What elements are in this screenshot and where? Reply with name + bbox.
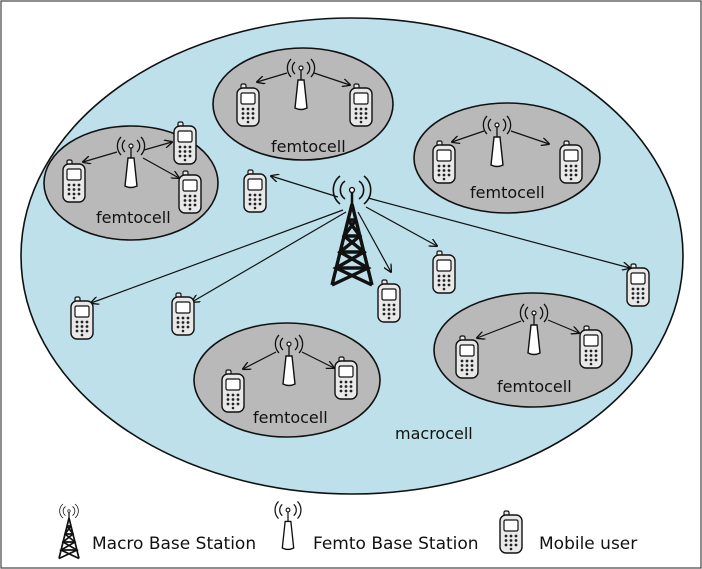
mobile-phone-icon: [559, 140, 583, 184]
legend-macro-bs: Macro Base Station: [92, 534, 256, 554]
legend-femto-bs: Femto Base Station: [313, 534, 479, 554]
mobile-phone-icon: [70, 296, 94, 340]
mobile-phone-icon: [243, 169, 267, 213]
femtocell-label: femtocell: [96, 208, 171, 227]
mobile-phone-icon: [62, 159, 86, 203]
mobile-phone-icon: [178, 170, 202, 214]
femtocell-label: femtocell: [271, 137, 346, 156]
mobile-phone-icon: [236, 83, 260, 127]
legend-mobile-user: Mobile user: [539, 534, 637, 554]
femtocell-label: femtocell: [497, 377, 572, 396]
mobile-phone-icon: [221, 369, 245, 413]
mobile-phone-icon: [171, 292, 195, 336]
mobile-phone-icon: [626, 263, 650, 307]
macrocell-label: macrocell: [395, 424, 473, 443]
mobile-phone-icon: [432, 140, 456, 184]
mobile-phone-icon: [377, 279, 401, 323]
mobile-phone-icon: [349, 83, 373, 127]
mobile-phone-icon: [499, 510, 523, 554]
mobile-phone-icon: [579, 325, 603, 369]
legend: Macro Base Station Femto Base Station Mo…: [58, 500, 637, 560]
mobile-phone-icon: [334, 356, 358, 400]
macro-links: [91, 176, 630, 303]
mobile-phone-icon: [173, 121, 197, 165]
mobile-phone-icon: [455, 335, 479, 379]
femtocell-area-3: [413, 102, 601, 214]
femtocell-label: femtocell: [470, 183, 545, 202]
femtocell-label: femtocell: [253, 408, 328, 427]
mobile-phone-icon: [432, 250, 456, 294]
